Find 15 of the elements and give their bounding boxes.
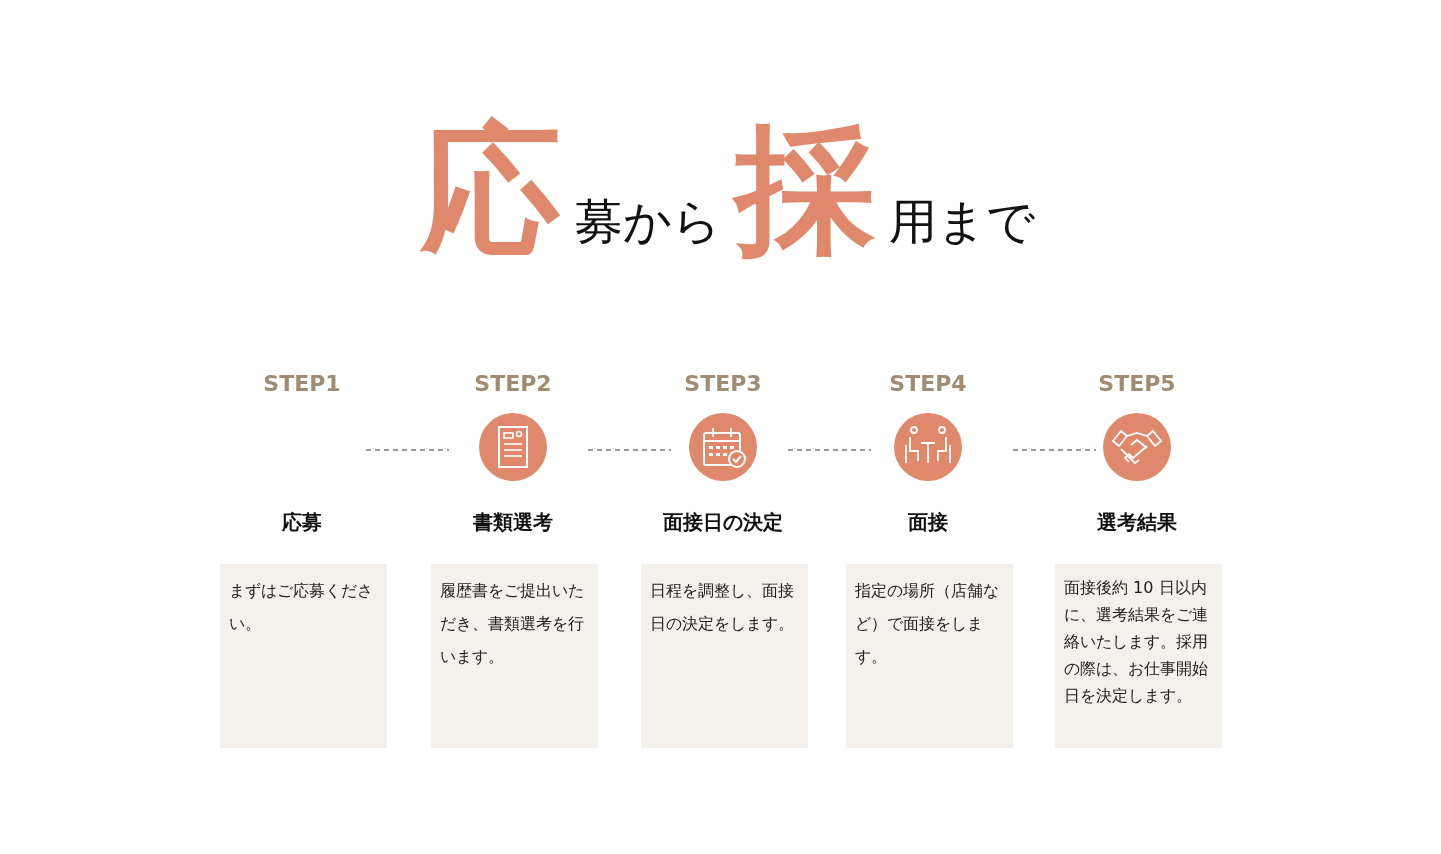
description-text: まずはご応募ください。 xyxy=(229,580,374,635)
step-number: STEP5 xyxy=(1097,371,1177,396)
description-text: 履歴書をご提出いただき、書類選考を行います。 xyxy=(440,580,585,668)
step-number: STEP1 xyxy=(262,371,342,396)
step-number: STEP4 xyxy=(888,371,968,396)
description-text: 日程を調整し、面接日の決定をします。 xyxy=(650,580,795,635)
step-number: STEP2 xyxy=(473,371,553,396)
step-title: 面接 xyxy=(907,509,949,536)
step-title: 応募 xyxy=(281,509,323,536)
step-title: 面接日の決定 xyxy=(662,509,784,536)
description-text: 指定の場所（店舗など）で面接をします。 xyxy=(855,580,1000,668)
description-text: 面接後約 10 日以内に、選考結果をご連絡いたします。採用の際は、お仕事開始日を決定します。 xyxy=(1064,577,1209,707)
step-title: 書類選考 xyxy=(472,509,554,536)
step-number: STEP3 xyxy=(683,371,763,396)
step-title: 選考結果 xyxy=(1096,509,1178,536)
